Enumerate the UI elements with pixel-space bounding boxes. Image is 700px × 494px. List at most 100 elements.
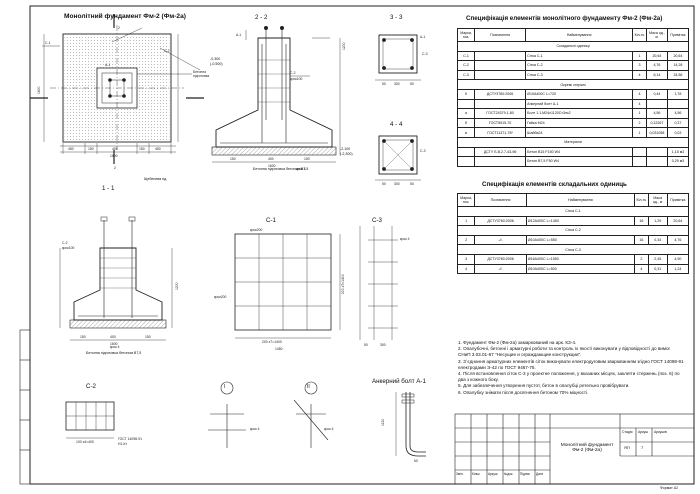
svg-text:400: 400 <box>268 157 274 161</box>
table-cell: 0,29 м3 <box>666 156 690 167</box>
column-header: Найменування <box>525 28 634 42</box>
table-cell <box>632 146 647 158</box>
svg-text:крок 4: крок 4 <box>110 345 120 349</box>
svg-text:300: 300 <box>394 182 400 186</box>
table-cell <box>645 146 668 158</box>
table-cell: ГОСТ11371-78* <box>474 127 527 138</box>
note-item: 2. Опалубочні, бетонні і арматурні робот… <box>458 346 671 358</box>
section-heading: Окремі стержні <box>457 79 689 90</box>
table-cell: 6,14 <box>645 69 668 81</box>
table-cell: ДСТУ3760:2006 <box>474 215 527 227</box>
drawing-title: Монолітний фундамент Фм-2 (Фм-2а) <box>64 13 186 20</box>
table-cell: в <box>456 127 476 138</box>
column-header: Марка, поз. <box>456 28 476 42</box>
table-cell: 1 <box>632 50 647 62</box>
mesh-c1 <box>234 233 341 339</box>
title-block-sheet: 7 <box>641 445 644 450</box>
table-section-row: Сітка С-1 <box>457 206 689 217</box>
table-cell: 2,45 <box>647 253 668 265</box>
table-cell <box>645 156 668 167</box>
node-2-label: II <box>307 384 310 390</box>
section-2-2 <box>211 26 341 163</box>
svg-text:450: 450 <box>68 147 74 151</box>
table-cell <box>456 98 476 110</box>
svg-text:1200: 1200 <box>175 282 179 290</box>
general-notes: 1. Фундамент Фм-2 (Фм-2а) замаркований н… <box>458 340 684 396</box>
section-heading: Складальні одиниці <box>457 41 689 52</box>
anchor-dims: 1120 60 <box>381 419 418 463</box>
table-cell: 14,28 <box>666 60 690 71</box>
svg-text:1600: 1600 <box>110 342 118 346</box>
table-cell: 1,78 <box>666 88 690 100</box>
title-block-col-label: Кільк. <box>472 472 481 476</box>
svg-text:крок 4: крок 4 <box>250 427 260 431</box>
table-cell: 4 <box>633 263 649 275</box>
table-cell: ГОСТ5915-70 <box>474 117 527 129</box>
level-label-1: -0,300 <box>210 57 221 61</box>
svg-text:150: 150 <box>304 157 310 161</box>
svg-text:С-2: С-2 <box>62 241 68 245</box>
title-block-stage-label: Стадія <box>622 430 633 434</box>
table-cell: Сітка С-1 <box>525 50 634 62</box>
concrete-prep-label: Бетонна підготовка бетоном В7,5 <box>253 167 309 171</box>
table-section-row: Сітка С-2 <box>457 225 689 236</box>
table-cell: 4,56 <box>666 108 690 119</box>
section-heading: Сітка С-1 <box>457 206 689 217</box>
svg-text:С-3: С-3 <box>420 149 426 153</box>
table-cell: Ø12А400С L=1450 <box>525 215 635 227</box>
svg-text:С-2: С-2 <box>164 49 170 53</box>
table-cell: Сітка С-3 <box>525 69 634 81</box>
svg-text:крок100: крок100 <box>290 77 303 81</box>
table-cell: ДСТУ3760:2006 <box>474 253 527 265</box>
section-1-1-label: 1 - 1 <box>102 185 115 192</box>
table-cell <box>474 156 527 167</box>
level-label-3: -2,100 <box>340 147 351 151</box>
table-cell: б <box>456 117 476 129</box>
title-block-col-label: Аркуш <box>488 472 498 476</box>
svg-text:1120: 1120 <box>381 419 385 426</box>
spec-table-1-title: Специфікація елементів монолітного фунда… <box>466 15 663 22</box>
table-cell <box>474 69 527 81</box>
svg-text:С-2: С-2 <box>290 71 296 75</box>
svg-text:50: 50 <box>382 82 386 86</box>
note-item: 4. Після встановлення сіток С-3 у проект… <box>458 371 680 383</box>
table-cell: 0,12267 <box>645 117 668 129</box>
column-header: Маса од., кг <box>647 193 668 207</box>
table-cell: Ø10А400С L=500 <box>525 263 635 275</box>
table-cell: 2 <box>456 234 476 246</box>
table-cell <box>632 156 647 167</box>
svg-text:150: 150 <box>88 147 94 151</box>
table-cell: С-2 <box>456 60 476 71</box>
table-cell: 24,56 <box>666 69 690 81</box>
title-block-stage: ЯП <box>624 445 630 450</box>
svg-text:1600: 1600 <box>37 86 41 94</box>
svg-text:крок 4: крок 4 <box>400 237 410 241</box>
table-cell: 4 <box>456 263 476 275</box>
svg-text:1600: 1600 <box>268 164 276 168</box>
table-cell: Гайка М24 <box>525 117 634 129</box>
table-cell: Бетон В7,5 F50 W4 <box>525 156 634 167</box>
table-row: Бетон В7,5 F50 W4 0,29 м3 <box>456 156 690 167</box>
table-cell: 4,76 <box>645 60 668 71</box>
svg-text:С-3: С-3 <box>422 52 428 56</box>
svg-text:крок 4: крок 4 <box>296 167 306 171</box>
svg-text:2: 2 <box>118 26 120 30</box>
column-header: Позначення <box>474 193 527 207</box>
svg-text:150: 150 <box>145 335 151 339</box>
mesh-c1-label: С-1 <box>266 217 276 224</box>
svg-text:А-1: А-1 <box>236 33 241 37</box>
table-cell: ГОСТ24379.1-80 <box>474 108 527 119</box>
table-cell: 20,64 <box>645 50 668 62</box>
table-cell: 5 <box>456 88 476 100</box>
column-header: Маса од., кг <box>645 28 668 42</box>
table-cell: 4,90 <box>666 253 690 265</box>
section-1-1 <box>59 216 173 341</box>
level-label-4: (-2,300) <box>340 152 353 156</box>
